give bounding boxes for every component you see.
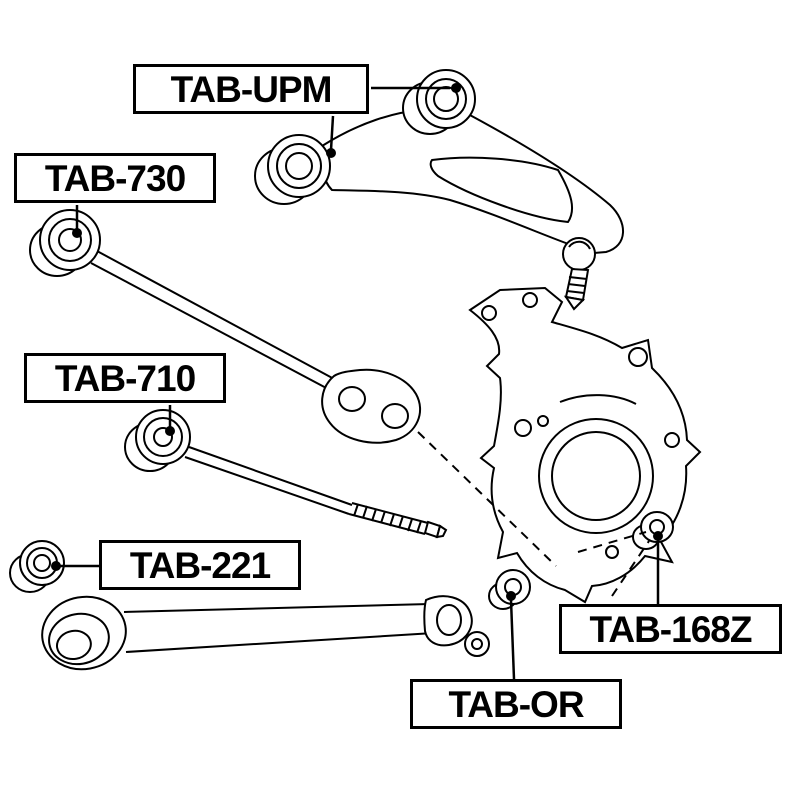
knuckle-assembly — [468, 286, 702, 610]
callout-label: TAB-730 — [44, 157, 186, 199]
ball-joint — [562, 237, 596, 311]
callout-label: TAB-OR — [448, 683, 584, 725]
alignment-dashed-lines — [417, 431, 650, 597]
callout-tab-221: TAB-221 — [99, 540, 301, 590]
track-rod-730 — [29, 209, 421, 444]
callout-label: TAB-710 — [54, 357, 196, 399]
callout-dots — [51, 83, 663, 601]
leader-lines — [60, 86, 660, 680]
callout-tab-730: TAB-730 — [14, 153, 216, 203]
lower-rod-large-bushing — [41, 595, 127, 671]
threaded-end — [348, 502, 448, 539]
callout-label: TAB-221 — [129, 544, 271, 586]
lower-trailing-rod — [41, 595, 490, 671]
callout-tab-168z: TAB-168Z — [559, 604, 782, 654]
rod-710-bushing — [124, 409, 191, 472]
bushing-221 — [9, 540, 65, 593]
lateral-rod-710 — [124, 409, 448, 539]
callout-label: TAB-UPM — [170, 68, 333, 110]
knuckle-bushing-168z — [632, 511, 674, 550]
callout-label: TAB-168Z — [589, 608, 753, 650]
callout-tab-710: TAB-710 — [24, 353, 226, 403]
callout-tab-or: TAB-OR — [410, 679, 622, 729]
rod-730-bushing — [29, 209, 101, 277]
callout-tab-upm: TAB-UPM — [133, 64, 369, 114]
knuckle-bushing-or — [488, 569, 531, 610]
upper-arm-front-bushing — [254, 134, 331, 205]
